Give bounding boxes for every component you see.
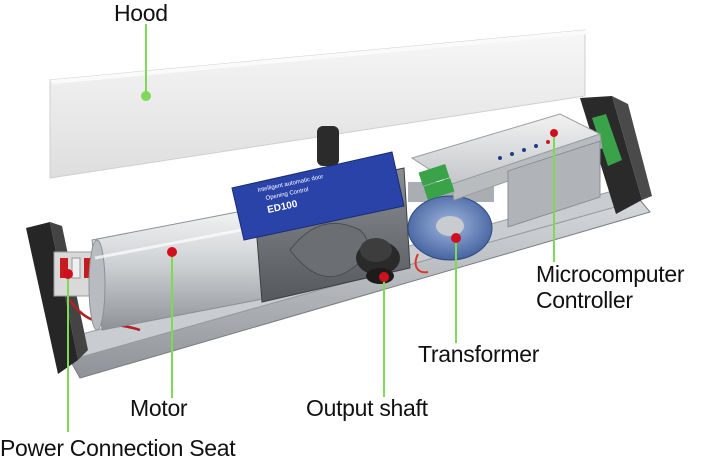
label-power-connection-seat: Power Connection Seat: [0, 435, 236, 461]
label-output-shaft-text: Output shaft: [306, 395, 428, 421]
label-hood: Hood: [114, 2, 168, 25]
label-power-seat-text: Power Connection Seat: [0, 435, 236, 461]
label-plate: Intelligent automatic door Opening Contr…: [231, 151, 405, 241]
label-motor: Motor: [130, 395, 188, 421]
label-hood-text: Hood: [114, 0, 168, 26]
label-transformer: Transformer: [418, 343, 539, 366]
dot-motor: [167, 247, 177, 257]
leader-lines: [67, 24, 555, 432]
dot-output-shaft: [379, 272, 389, 282]
right-end-cap: [580, 96, 652, 214]
label-transformer-text: Transformer: [418, 341, 540, 367]
dot-transformer: [451, 233, 461, 243]
label-output-shaft: Output shaft: [306, 397, 428, 420]
dot-hood: [141, 91, 151, 101]
label-microcomputer-line2: Controller: [536, 287, 633, 313]
left-end-cap: [26, 222, 88, 374]
dot-controller: [550, 129, 558, 137]
hood-bracket: [317, 126, 339, 166]
hood-cover: [49, 29, 588, 179]
label-microcomputer-line1: Microcomputer: [536, 261, 685, 287]
dot-power-seat: [63, 269, 73, 279]
label-microcomputer-controller: Microcomputer Controller: [536, 261, 685, 313]
marker-dots: [63, 91, 558, 282]
label-motor-text: Motor: [130, 395, 188, 421]
